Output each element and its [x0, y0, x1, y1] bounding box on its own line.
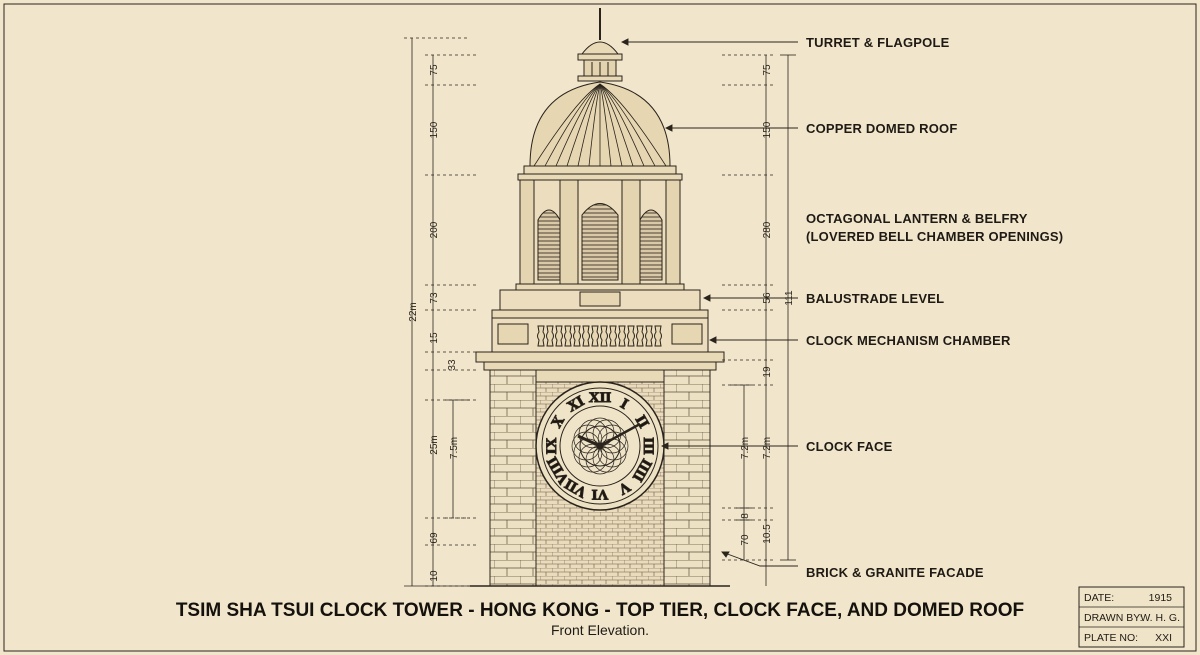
balustrade-level	[475, 289, 725, 371]
drawing-subtitle: Front Elevation.	[551, 622, 649, 638]
dome-rib	[566, 83, 601, 167]
dome-rib	[599, 83, 623, 167]
dim-left-5: 33	[447, 359, 458, 371]
dim-left-1: 150	[429, 121, 440, 138]
dim-right-1: 150	[762, 121, 773, 138]
dim-left-7: 7.5m	[449, 437, 460, 459]
baluster	[546, 325, 554, 347]
baluster	[618, 325, 626, 347]
dome-rib	[599, 83, 645, 167]
dim-right-0: 75	[762, 64, 773, 76]
baluster	[573, 325, 581, 347]
turret-cupola	[580, 41, 620, 55]
tb-date-label: DATE:	[1084, 592, 1114, 604]
baluster	[627, 325, 635, 347]
baluster	[645, 325, 653, 347]
dim-left-2: 200	[429, 221, 440, 238]
clock-numeral: VI	[592, 486, 609, 502]
dim-right-7: 8	[740, 513, 751, 519]
dim-right-6: 7.2m	[762, 437, 773, 459]
callout-labels: TURRET & FLAGPOLE COPPER DOMED ROOF OCTA…	[806, 35, 1063, 580]
tb-drawn-label: DRAWN BY:	[1084, 612, 1143, 624]
label-clock-face: CLOCK FACE	[806, 439, 893, 454]
tb-drawn-value: W. H. G.	[1140, 612, 1180, 624]
dim-left-8: 69	[429, 532, 440, 544]
baluster	[654, 325, 662, 347]
clock-numeral: XII	[589, 390, 612, 406]
baluster	[636, 325, 644, 347]
baluster	[591, 325, 599, 347]
clock-numeral: IX	[544, 437, 560, 454]
baluster	[600, 325, 608, 347]
dome-rib	[577, 83, 601, 167]
dim-left-3: 73	[429, 292, 440, 304]
clock-numeral: XI	[565, 393, 588, 415]
clock-numeral: III	[640, 437, 656, 455]
dome-rib	[599, 83, 667, 167]
dim-right-8: 10.5	[762, 524, 773, 544]
dome-rib	[599, 83, 634, 167]
callout-leaders	[620, 38, 798, 567]
clock-hour-hand	[577, 434, 601, 448]
dimension-lines	[404, 37, 796, 587]
left-dimension-labels: 22m 75 150 200 73 15 33 25m 7.5m 69 10	[408, 64, 460, 582]
label-turret: TURRET & FLAGPOLE	[806, 35, 950, 50]
drawing-title: TSIM SHA TSUI CLOCK TOWER - HONG KONG - …	[176, 600, 1024, 621]
dim-left-6: 25m	[429, 435, 440, 454]
right-dimension-labels: 75 150 280 56 111 19 7.2m 7.2m 8 10.5 70	[740, 64, 795, 546]
title-block: DATE: 1915 DRAWN BY: W. H. G. PLATE NO: …	[1078, 586, 1185, 648]
dome-rib	[533, 83, 601, 167]
baluster	[537, 325, 545, 347]
dome-rib	[544, 83, 601, 167]
label-balustrade: BALUSTRADE LEVEL	[806, 291, 944, 306]
label-lantern-line1: OCTAGONAL LANTERN & BELFRY	[806, 211, 1028, 226]
dim-left-4: 15	[429, 332, 440, 344]
label-mechanism: CLOCK MECHANISM CHAMBER	[806, 333, 1011, 348]
baluster	[555, 325, 563, 347]
baluster	[609, 325, 617, 347]
dome-rib	[599, 83, 612, 167]
dome-rib	[599, 83, 656, 167]
clock-minute-hand	[599, 422, 641, 448]
tb-date-value: 1915	[1149, 592, 1173, 604]
rosette-petal	[597, 424, 627, 454]
label-dome: COPPER DOMED ROOF	[806, 121, 957, 136]
sheet-border	[3, 3, 1197, 652]
label-facade: BRICK & GRANITE FACADE	[806, 565, 984, 580]
dim-right-9: 70	[740, 534, 751, 546]
baluster	[564, 325, 572, 347]
dim-total-height: 22m	[408, 302, 419, 321]
dim-right-5: 7.2m	[740, 437, 751, 459]
dome-rib	[555, 83, 601, 167]
dim-left-0: 75	[429, 64, 440, 76]
dim-right-2: 280	[762, 221, 773, 238]
tb-plate-label: PLATE NO:	[1084, 632, 1138, 644]
dim-left-bottom: 10	[429, 570, 440, 582]
dome-rib	[588, 83, 601, 167]
dim-right-4: 19	[762, 366, 773, 378]
octagonal-lantern	[515, 179, 685, 291]
tb-plate-value: XXI	[1155, 632, 1172, 644]
baluster	[582, 325, 590, 347]
label-lantern-line2: (LOVERED BELL CHAMBER OPENINGS)	[806, 229, 1063, 244]
